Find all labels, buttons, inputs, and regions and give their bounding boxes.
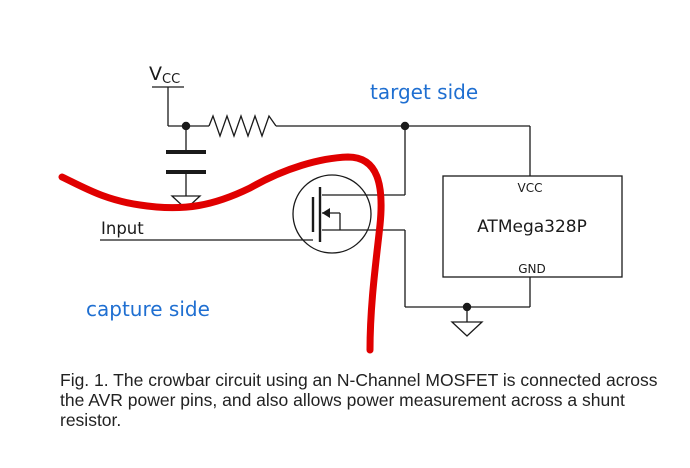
ground-symbol-main	[450, 321, 484, 337]
ground-symbol-capacitor	[170, 195, 202, 210]
top-rail	[168, 114, 531, 176]
target-side-label: target side	[370, 80, 478, 104]
atmega328p-chip: VCC ATMega328P GND	[442, 175, 623, 278]
red-divider-stroke	[58, 153, 385, 354]
n-channel-mosfet	[292, 126, 406, 307]
input-label: Input	[101, 219, 144, 238]
figure-caption: Fig. 1. The crowbar circuit using an N-C…	[60, 370, 658, 430]
chip-gnd-pin-label: GND	[518, 262, 546, 276]
capture-side-label: capture side	[86, 297, 210, 321]
decoupling-capacitor	[166, 126, 206, 210]
ground-rail	[405, 277, 531, 337]
vcc-supply-symbol: VCC	[149, 63, 184, 126]
vcc-label-main: V	[149, 63, 162, 85]
gate-input-line: Input	[100, 219, 313, 241]
chip-vcc-pin-label: VCC	[518, 181, 543, 195]
shunt-resistor	[208, 114, 277, 138]
chip-name-label: ATMega328P	[477, 217, 587, 237]
vcc-label: VCC	[149, 63, 180, 87]
vcc-label-sub: CC	[162, 72, 180, 87]
